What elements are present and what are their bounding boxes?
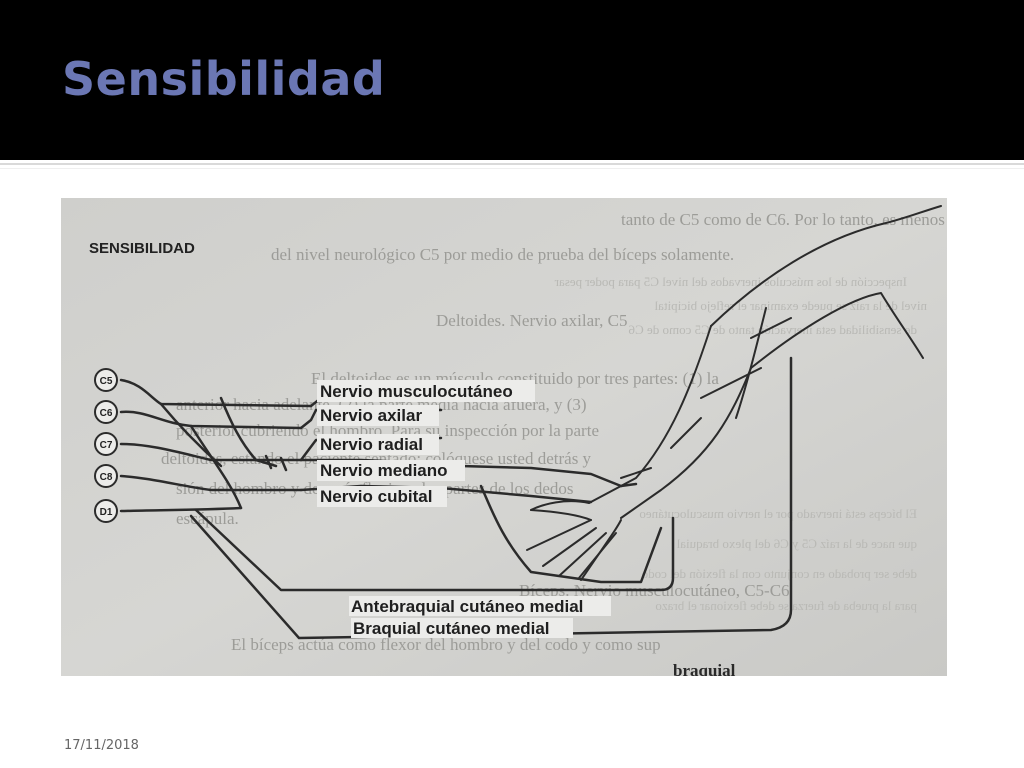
reverse-line: El bíceps está inervado por el nervio mu… xyxy=(639,506,917,521)
reverse-line: que nace de la raíz C5 y C6 del plexo br… xyxy=(676,536,917,551)
label-box xyxy=(349,596,611,616)
label-box xyxy=(317,434,439,455)
nerve-label-mediano: Nervio mediano xyxy=(320,461,448,480)
title-divider-thin xyxy=(0,168,1024,169)
nerve-labels: Nervio musculocutáneo Nervio axilar Nerv… xyxy=(317,380,611,638)
reverse-line: de sensibilidad esta inervación tanto de… xyxy=(628,322,917,337)
root-label-c8: C8 xyxy=(100,472,113,483)
label-box xyxy=(317,405,439,426)
sensory-nerve-diagram: Inspección de los músculos inervados del… xyxy=(61,198,947,676)
slide-title: Sensibilidad xyxy=(62,52,386,106)
nerve-label-musculocutaneo: Nervio musculocutáneo xyxy=(320,382,513,401)
root-c5 xyxy=(94,368,118,392)
page-line: escápula. xyxy=(176,509,239,528)
page-line: Deltoides. Nervio axilar, C5 xyxy=(436,311,627,330)
label-box xyxy=(317,380,535,402)
title-bar: Sensibilidad xyxy=(0,0,1024,160)
reverse-line: para la prueba de fuerza se debe flexion… xyxy=(655,598,917,613)
page-text: tanto de C5 como de C6. Por lo tanto, es… xyxy=(161,210,947,676)
page-line: tanto de C5 como de C6. Por lo tanto, es… xyxy=(621,210,947,229)
reverse-line: nivel de la raíz se puede examinar el re… xyxy=(654,298,927,313)
reverse-line: Inspección de los músculos inervados del… xyxy=(554,274,907,289)
nerve-label-antebraquial: Antebraquial cutáneo medial xyxy=(351,597,583,616)
nerve-label-cubital: Nervio cubital xyxy=(320,487,432,506)
plexus-roots: C5 C6 C7 C8 D1 xyxy=(94,368,118,523)
root-c7 xyxy=(94,432,118,456)
root-c8 xyxy=(94,464,118,488)
root-label-c6: C6 xyxy=(100,408,113,419)
label-box xyxy=(317,460,465,481)
page-line: posterior cubriendo el hombro. Para su i… xyxy=(176,421,599,440)
reverse-side-text: Inspección de los músculos inervados del… xyxy=(554,274,927,613)
root-label-c7: C7 xyxy=(100,440,113,451)
slide-date: 17/11/2018 xyxy=(64,738,139,753)
page-line: del nivel neurológico C5 por medio de pr… xyxy=(271,245,734,264)
root-label-d1: D1 xyxy=(100,507,113,518)
page-line: El bíceps actúa como flexor del hombro y… xyxy=(231,635,661,654)
nerve-label-axilar: Nervio axilar xyxy=(320,406,422,425)
nerve-label-radial: Nervio radial xyxy=(320,435,423,454)
page-line: braquial xyxy=(673,661,736,676)
label-box xyxy=(317,486,447,507)
root-d1 xyxy=(94,499,118,523)
label-box xyxy=(351,618,573,638)
reverse-line: debe ser probado en conjunto con la flex… xyxy=(642,566,917,581)
diagram-title: SENSIBILIDAD xyxy=(89,240,195,257)
root-label-c5: C5 xyxy=(100,376,113,387)
root-c6 xyxy=(94,400,118,424)
nerve-label-braquial: Braquial cutáneo medial xyxy=(353,619,550,638)
title-divider xyxy=(0,163,1024,165)
book-page-photo: Inspección de los músculos inervados del… xyxy=(61,198,947,676)
